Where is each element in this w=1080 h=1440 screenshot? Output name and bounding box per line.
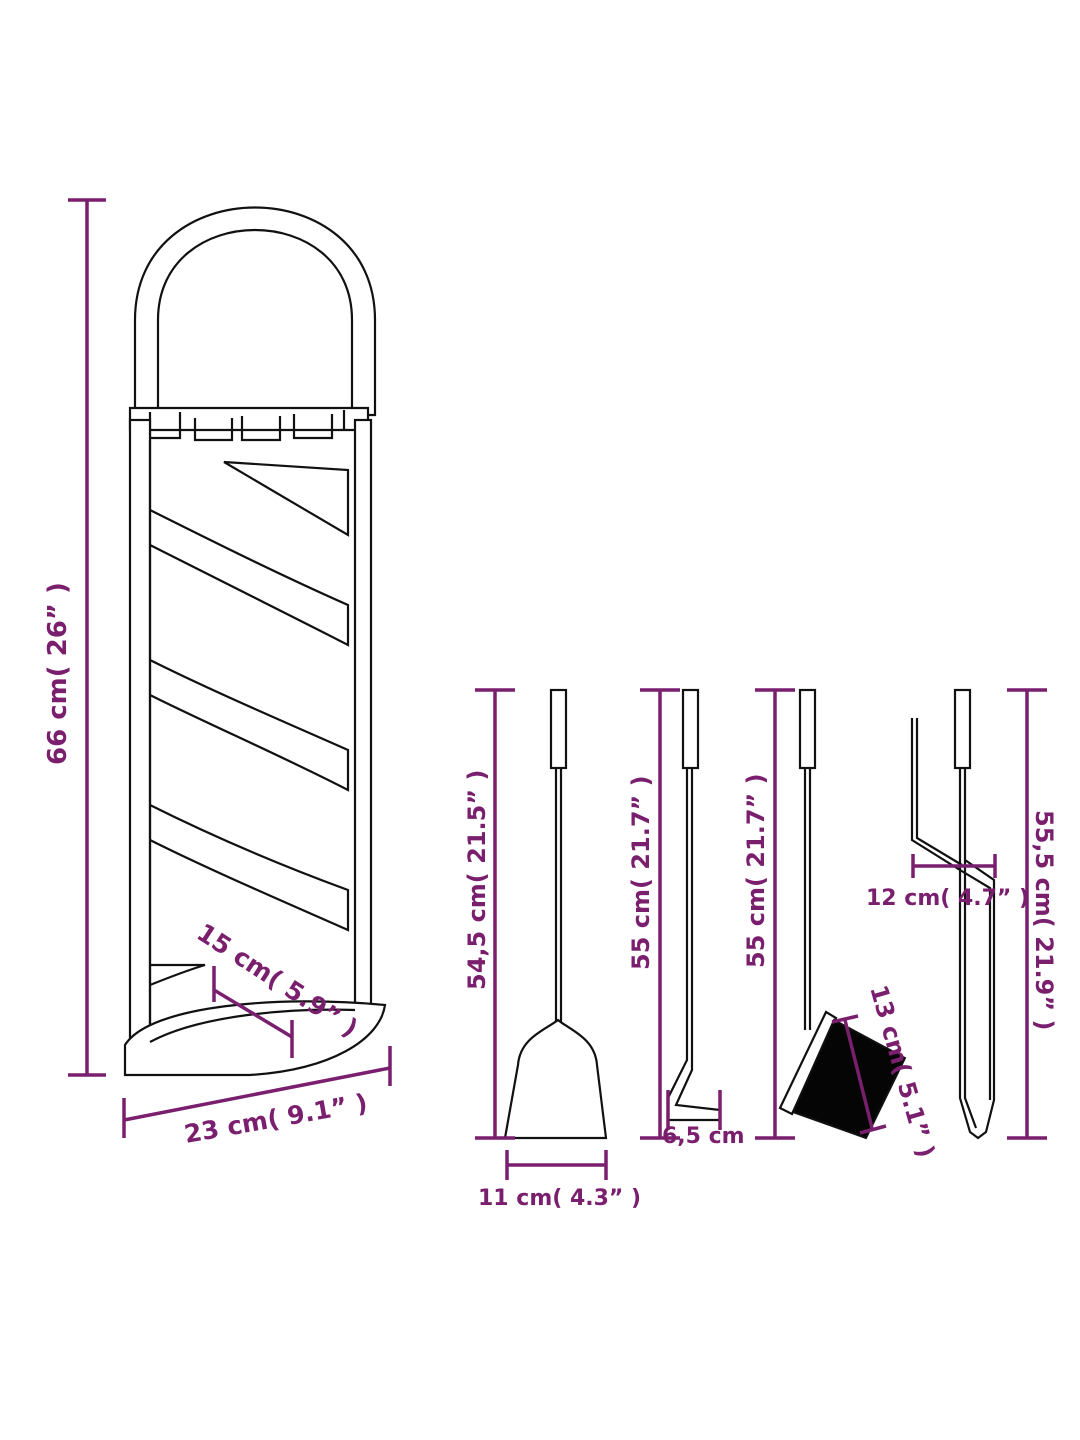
brush-height-label: 55 cm( 21.7” ) <box>742 773 770 968</box>
stand-height-label: 66 cm( 26” ) <box>43 582 73 765</box>
poker-height-label: 55 cm( 21.7” ) <box>627 775 655 970</box>
shovel-width-label: 11 cm( 4.3” ) <box>478 1186 641 1211</box>
tool-stand <box>123 206 387 1077</box>
poker-height-dimension: 55 cm( 21.7” ) <box>627 688 680 1140</box>
shovel-height-label: 54,5 cm( 21.5” ) <box>463 770 491 990</box>
stand-height-dimension: 66 cm( 26” ) <box>43 198 106 1077</box>
stand-width-label: 23 cm( 9.1” ) <box>182 1088 370 1149</box>
tongs-width-label: 12 cm( 4.7” ) <box>866 886 1029 911</box>
shovel-width-dimension: 11 cm( 4.3” ) <box>478 1150 641 1211</box>
tongs-width-dimension: 12 cm( 4.7” ) <box>866 854 1029 911</box>
brush-height-dimension: 55 cm( 21.7” ) <box>742 688 795 1140</box>
shovel <box>503 688 608 1140</box>
poker-width-label: 6,5 cm <box>662 1124 745 1149</box>
tongs <box>910 688 996 1140</box>
tongs-height-label: 55,5 cm( 21.9” ) <box>1030 810 1058 1030</box>
poker-width-dimension: 6,5 cm <box>662 1090 745 1149</box>
tongs-height-dimension: 55,5 cm( 21.9” ) <box>1007 688 1058 1140</box>
brush <box>778 688 907 1140</box>
shovel-height-dimension: 54,5 cm( 21.5” ) <box>463 688 515 1140</box>
poker <box>666 688 722 1122</box>
